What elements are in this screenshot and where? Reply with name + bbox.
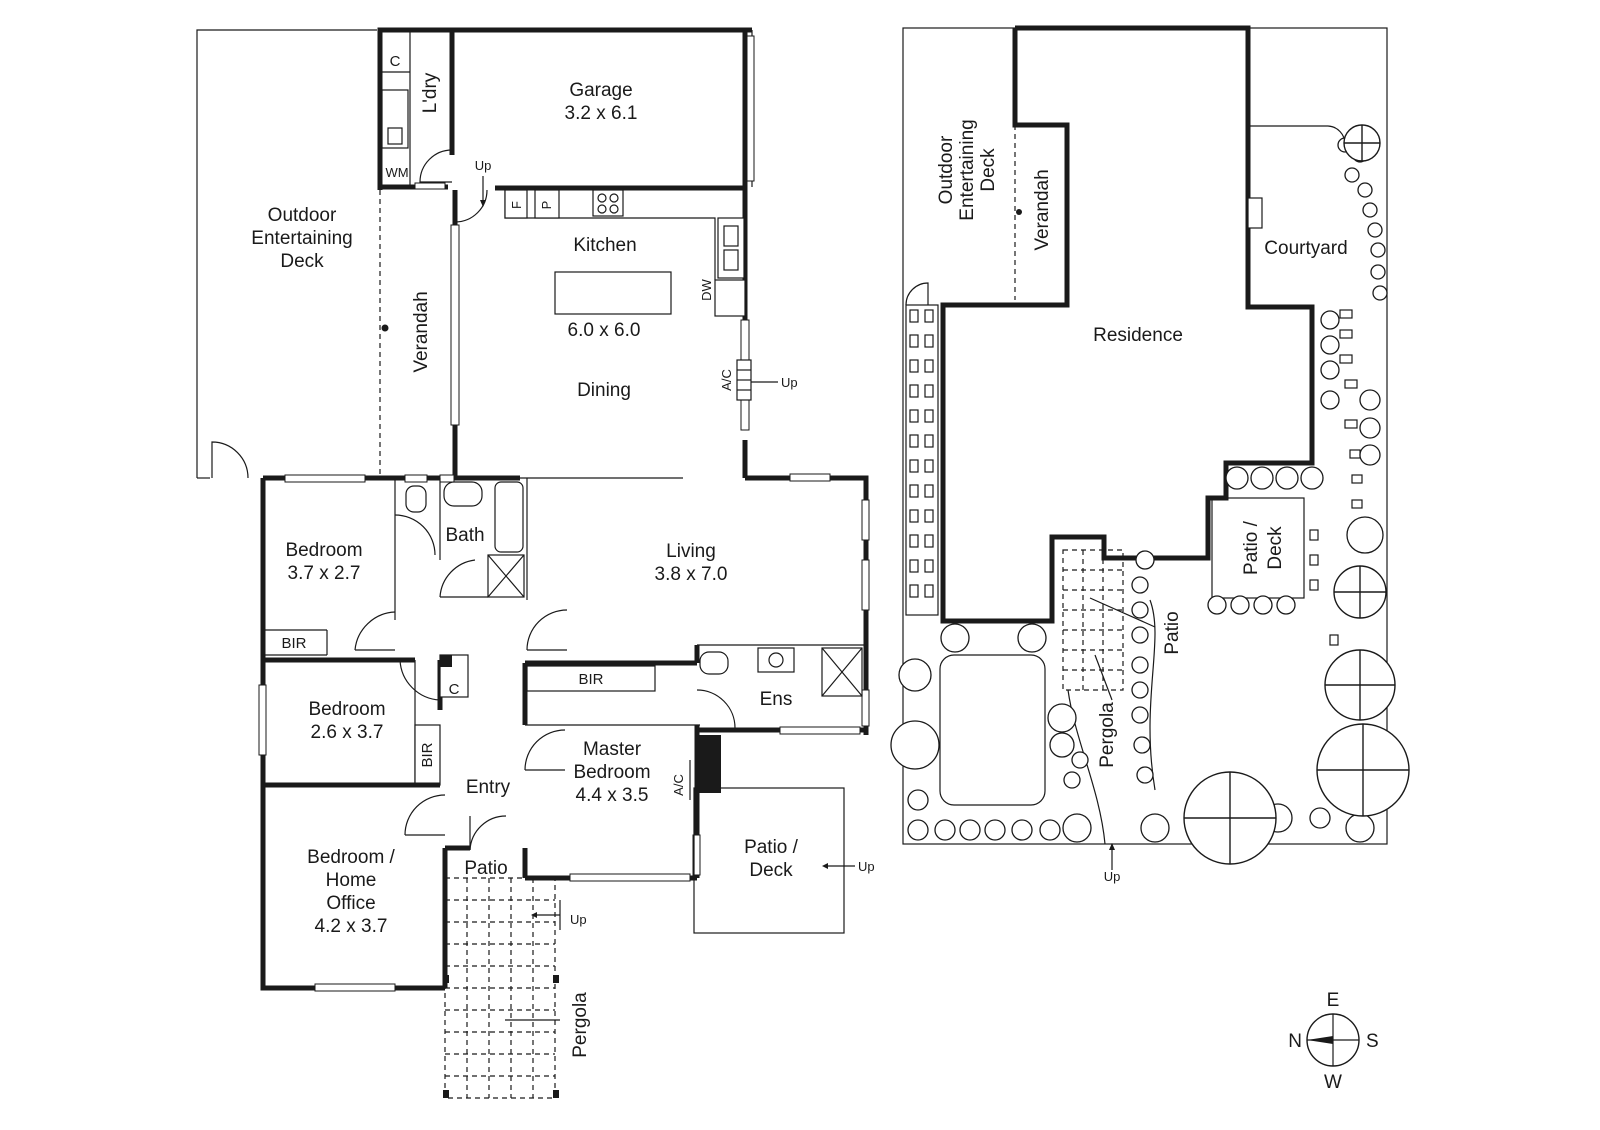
label-up-garage: Up: [475, 158, 492, 173]
site-label-patio: Patio: [1162, 611, 1183, 654]
site-label-residence: Residence: [1093, 325, 1183, 346]
label-ensuite: Ens: [760, 689, 793, 710]
label-garage-size: 3.2 x 6.1: [565, 103, 638, 124]
label-dining: Dining: [577, 380, 631, 401]
label-outdoor-deck-line2: Entertaining: [251, 228, 352, 249]
label-kitchen: Kitchen: [573, 235, 636, 256]
label-bath: Bath: [445, 525, 484, 546]
label-verandah: Verandah: [411, 291, 432, 372]
label-outdoor-deck-line3: Deck: [280, 251, 324, 272]
label-pergola: Pergola: [570, 992, 591, 1058]
label-up-patio-deck: Up: [858, 859, 875, 874]
site-label-outdoor-deck-line3: Deck: [978, 148, 999, 192]
label-bir-bedroom1: BIR: [281, 635, 306, 652]
site-label-outdoor-deck-line1: Outdoor: [936, 135, 957, 204]
label-master-line2: Bedroom: [573, 762, 650, 783]
ground-floor-labels: Outdoor Entertaining Deck Verandah C L'd…: [251, 53, 874, 1058]
label-up-patio: Up: [570, 912, 587, 927]
label-living-size: 3.8 x 7.0: [655, 564, 728, 585]
site-label-outdoor-deck-line2: Entertaining: [957, 119, 978, 220]
shrubs: [890, 137, 1388, 843]
label-dishwasher: DW: [699, 278, 714, 300]
site-label-patio-deck-line1: Patio /: [1241, 520, 1262, 575]
label-cupboard-hall: C: [449, 681, 460, 698]
label-laundry: L'dry: [420, 72, 441, 113]
compass-rose: E N S W: [1288, 990, 1378, 1093]
label-up-dining: Up: [781, 375, 798, 390]
compass-north: N: [1288, 1031, 1302, 1052]
compass-east: E: [1327, 990, 1340, 1011]
label-kitchen-size: 6.0 x 6.0: [568, 320, 641, 341]
label-office-line1: Bedroom /: [307, 847, 395, 868]
stepping-stones: [909, 309, 1363, 646]
site-label-patio-deck-line2: Deck: [1265, 526, 1286, 570]
label-bedroom2: Bedroom: [308, 699, 385, 720]
label-bir-master: BIR: [578, 671, 603, 688]
label-patio-deck-line1: Patio /: [744, 837, 799, 858]
site-plan-labels: Outdoor Entertaining Deck Verandah Court…: [936, 119, 1348, 884]
site-plan: [890, 25, 1410, 870]
label-bir-bedroom2: BIR: [419, 742, 436, 767]
label-master-line1: Master: [583, 739, 642, 760]
label-bedroom1-size: 3.7 x 2.7: [288, 563, 361, 584]
label-bedroom1: Bedroom: [285, 540, 362, 561]
label-patio-deck-line2: Deck: [749, 860, 793, 881]
label-washing-machine: WM: [385, 165, 408, 180]
label-pantry: P: [539, 201, 554, 210]
label-office-line2: Home: [326, 870, 377, 891]
compass-south: S: [1366, 1031, 1379, 1052]
label-patio-entry: Patio: [464, 858, 507, 879]
site-label-verandah: Verandah: [1032, 169, 1053, 250]
label-fridge: F: [509, 201, 524, 209]
site-pergola-grid: [1062, 549, 1124, 691]
label-cupboard-laundry: C: [390, 53, 401, 70]
pergola-grid: [443, 877, 560, 1099]
compass-west: W: [1324, 1072, 1342, 1093]
label-office-line3: Office: [326, 893, 375, 914]
label-entry: Entry: [466, 777, 511, 798]
site-label-pergola: Pergola: [1097, 702, 1118, 768]
label-outdoor-deck-line1: Outdoor: [268, 205, 337, 226]
label-ac-master: A/C: [671, 774, 686, 796]
site-label-up: Up: [1104, 869, 1121, 884]
trees: [1183, 124, 1410, 865]
label-ac-dining: A/C: [719, 369, 734, 391]
label-garage: Garage: [569, 80, 632, 101]
label-master-size: 4.4 x 3.5: [576, 785, 649, 806]
label-bedroom2-size: 2.6 x 3.7: [311, 722, 384, 743]
ground-floor-plan: [196, 27, 870, 1099]
label-office-size: 4.2 x 3.7: [315, 916, 388, 937]
site-label-courtyard: Courtyard: [1264, 238, 1347, 259]
label-living: Living: [666, 541, 716, 562]
